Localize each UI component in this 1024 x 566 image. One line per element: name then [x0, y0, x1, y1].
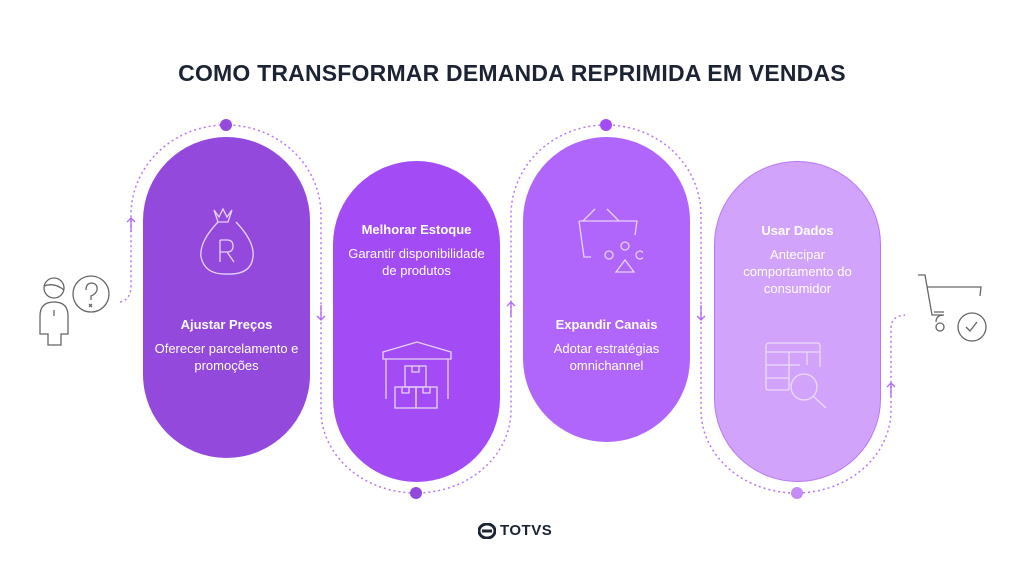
data-search-icon: [764, 342, 826, 409]
step-title: Melhorar Estoque: [361, 222, 472, 237]
totvs-logo-icon: [478, 522, 496, 539]
step-title: Expandir Canais: [555, 317, 658, 332]
basket-icon: [577, 208, 643, 273]
logo-text: TOTVS: [500, 522, 553, 539]
step-card-melhorar-estoque: Melhorar Estoque Garantir disponibilidad…: [333, 161, 500, 482]
money-bag-icon: [199, 207, 254, 275]
warehouse-icon: [381, 341, 452, 409]
step-description: Antecipar comportamento do consumidor: [743, 247, 852, 296]
page-title: COMO TRANSFORMAR DEMANDA REPRIMIDA EM VE…: [178, 60, 846, 86]
cart-check-icon: [918, 274, 987, 342]
totvs-logo: TOTVS: [478, 522, 552, 539]
step-title: Usar Dados: [761, 223, 834, 238]
path-dots: [220, 119, 803, 499]
step-card-usar-dados: Usar Dados Antecipar comportamento do co…: [714, 161, 881, 482]
arrows: [126, 217, 896, 397]
step-description: Oferecer parcelamento e promoções: [154, 341, 299, 373]
step-description: Garantir disponibilidade de produtos: [348, 246, 485, 278]
confused-person-icon: [39, 275, 110, 346]
step-card-ajustar-precos: Ajustar Preços Oferecer parcelamento e p…: [143, 137, 310, 458]
step-description: Adotar estratégias omnichannel: [553, 341, 660, 373]
step-card-expandir-canais: Expandir Canais Adotar estratégias omnic…: [523, 137, 690, 442]
step-title: Ajustar Preços: [180, 317, 273, 332]
